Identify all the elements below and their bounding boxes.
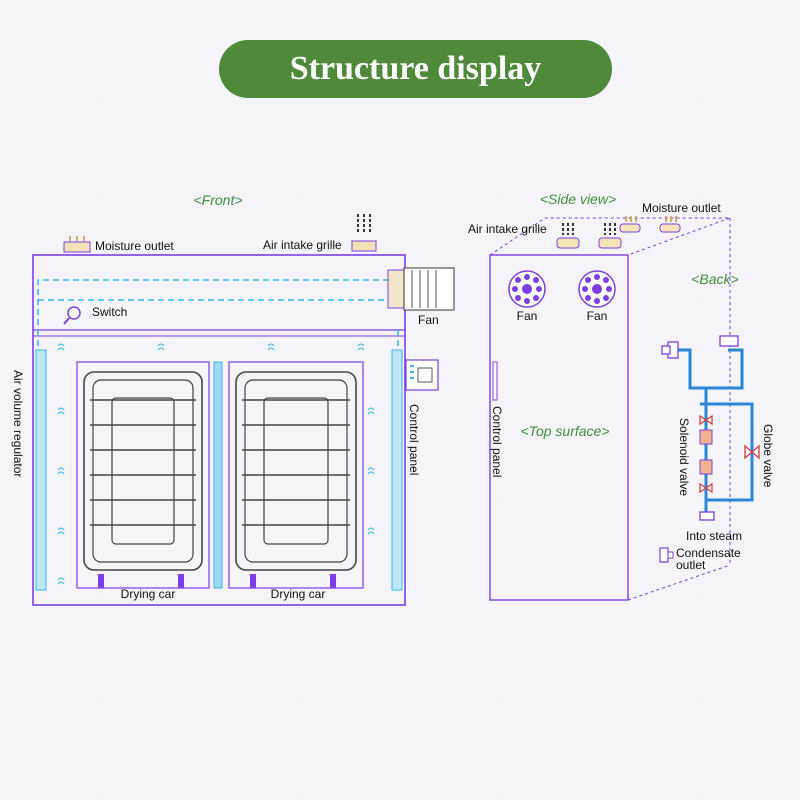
side-fan-left-icon bbox=[508, 270, 546, 308]
side-view-heading: <Side view> bbox=[540, 191, 616, 207]
globe-valve-label: Globe valve bbox=[761, 424, 775, 488]
side-fan-left-label: Fan bbox=[517, 309, 538, 323]
into-steam-label: Into steam bbox=[686, 529, 742, 543]
side-fan-right-icon bbox=[578, 270, 616, 308]
air-volume-regulator-label: Air volume regulator bbox=[11, 370, 25, 477]
side-air-intake-grille-icon bbox=[556, 223, 622, 249]
pipe-flanges bbox=[661, 335, 739, 521]
side-air-intake-grille-label: Air intake grille bbox=[468, 222, 547, 236]
switch-label: Switch bbox=[92, 305, 127, 319]
page-title: Structure display bbox=[219, 40, 612, 98]
side-control-panel-label: Control panel bbox=[490, 406, 504, 477]
back-heading: <Back> bbox=[691, 271, 738, 287]
front-fan-icon bbox=[387, 267, 455, 311]
condensate-outlet-label-line2: outlet bbox=[676, 558, 706, 572]
front-moisture-outlet-icon bbox=[63, 236, 91, 253]
switch-icon bbox=[63, 306, 81, 325]
airflow-marks bbox=[57, 343, 375, 585]
solenoid-valve-icon bbox=[699, 414, 713, 494]
front-control-panel-icon bbox=[405, 359, 439, 391]
front-heading: <Front> bbox=[193, 192, 242, 208]
drying-car-right bbox=[228, 361, 364, 589]
center-air-duct bbox=[213, 361, 223, 589]
condensate-outlet-icon bbox=[659, 547, 674, 563]
side-cabinet bbox=[489, 217, 731, 601]
front-control-panel-label: Control panel bbox=[407, 404, 421, 475]
top-surface-heading: <Top surface> bbox=[521, 423, 610, 439]
front-fan-label: Fan bbox=[418, 313, 439, 327]
solenoid-valve-label: Solenoid valve bbox=[677, 418, 691, 496]
front-air-intake-grille-label: Air intake grille bbox=[263, 238, 342, 252]
drying-car-right-label: Drying car bbox=[271, 587, 326, 601]
globe-valve-icon bbox=[744, 444, 760, 460]
side-fan-right-label: Fan bbox=[587, 309, 608, 323]
side-moisture-outlet-label: Moisture outlet bbox=[642, 201, 721, 215]
drying-car-left-label: Drying car bbox=[121, 587, 176, 601]
side-moisture-outlet-icon bbox=[619, 216, 681, 233]
drying-car-left bbox=[76, 361, 210, 589]
front-moisture-outlet-label: Moisture outlet bbox=[95, 239, 174, 253]
front-air-intake-grille-icon bbox=[351, 214, 377, 252]
air-volume-regulator-column bbox=[35, 349, 403, 591]
condensate-outlet-label-line1: Condensate bbox=[676, 546, 741, 560]
front-cabinet bbox=[32, 254, 406, 606]
